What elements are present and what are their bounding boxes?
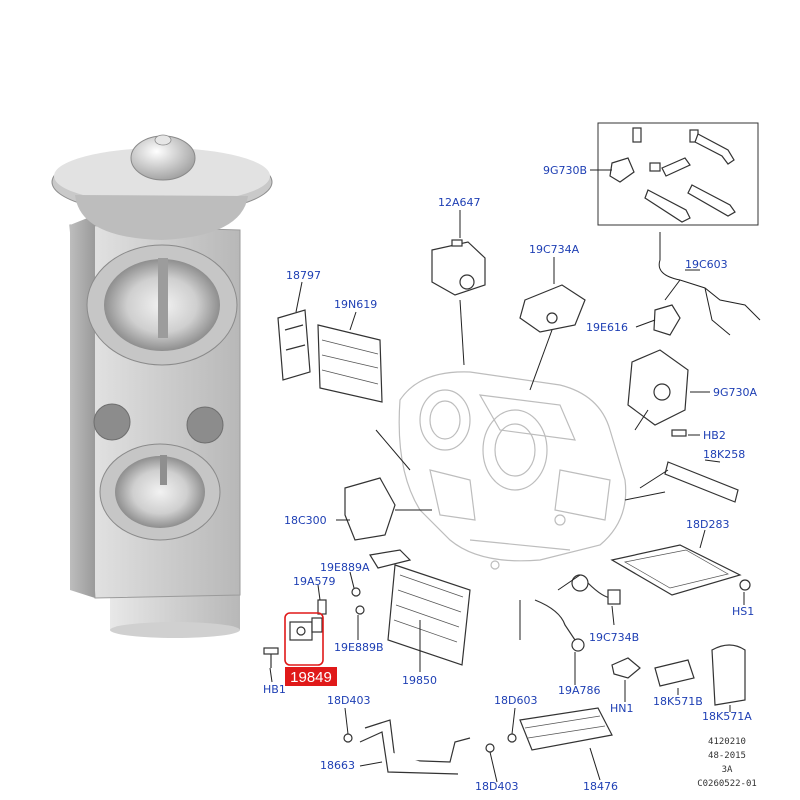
- drawing-code-line-3: 3A: [722, 765, 733, 775]
- cover-18k571a: [711, 644, 746, 706]
- callout-19e616: 19E616: [586, 321, 628, 334]
- screw-hb2: [671, 429, 687, 437]
- callout-18k258: 18K258: [703, 448, 745, 461]
- callout-18k571b: 18K571B: [653, 695, 703, 708]
- callout-19n619: 19N619: [334, 298, 377, 311]
- actuator-9g730a: [627, 349, 689, 426]
- drawing-code-line-2: 48-2015: [708, 751, 746, 761]
- seal-19e889b: [355, 605, 365, 615]
- fitting-18d403-b: [485, 743, 495, 753]
- actuator-19c734b: [571, 574, 621, 605]
- callout-9g730b: 9G730B: [543, 164, 587, 177]
- callout-19c734a: 19C734A: [529, 243, 580, 256]
- callout-labels: 9G730B 12A647 19C734A 19C603 18797 19N61…: [263, 164, 758, 793]
- callout-19a786: 19A786: [558, 684, 601, 697]
- callout-18k571a: 18K571A: [702, 710, 752, 723]
- wiring-harness-19c603: [658, 232, 761, 336]
- highlight-label-bg: [285, 667, 337, 686]
- leader-lines: [269, 169, 745, 783]
- callout-18476: 18476: [583, 780, 618, 793]
- callout-hb1: HB1: [263, 683, 286, 696]
- gasket-19a579: [317, 599, 327, 615]
- hvac-housing-ghost: [398, 371, 627, 570]
- expansion-valve-image: [51, 134, 273, 638]
- linkage-kit-box: [597, 122, 759, 226]
- drawing-code-line-1: 4120210: [708, 737, 746, 747]
- filter-frame-18797: [277, 309, 311, 381]
- callout-18c300: 18C300: [284, 514, 327, 527]
- pipes-18663: [359, 719, 471, 775]
- bracket-18k571b: [654, 659, 695, 687]
- drawing-code-line-4: C0260522-01: [697, 779, 757, 789]
- bolt-hb1: [263, 647, 279, 668]
- heater-core-18d283: [610, 544, 742, 596]
- callout-hs1: HS1: [732, 605, 754, 618]
- callout-9g730a: 9G730A: [713, 386, 758, 399]
- bracket-18k258: [664, 461, 739, 503]
- heater-core-18476: [519, 707, 613, 751]
- fitting-18d403-a: [343, 733, 353, 743]
- cover-18c300: [344, 477, 396, 541]
- callout-18d403-a: 18D403: [327, 694, 370, 707]
- callout-18663: 18663: [320, 759, 355, 772]
- expansion-valve-19849: [289, 617, 323, 641]
- highlight-label-19849: 19849: [290, 669, 332, 686]
- drawing-code: 4120210 48-2015 3A C0260522-01: [697, 737, 757, 789]
- callout-18d283: 18D283: [686, 518, 729, 531]
- callout-19c603: 19C603: [685, 258, 728, 271]
- callout-19e889a: 19E889A: [320, 561, 370, 574]
- callout-18797: 18797: [286, 269, 321, 282]
- callout-19e889b: 19E889B: [334, 641, 384, 654]
- tube-19a786: [534, 599, 585, 652]
- screw-hs1: [739, 579, 751, 591]
- actuator-19c734a: [519, 284, 586, 333]
- highlight-box-19849: [284, 612, 324, 666]
- actuator-12a647: [431, 239, 486, 296]
- callout-12a647: 12A647: [438, 196, 481, 209]
- cabin-filter-19n619: [317, 324, 383, 403]
- callout-hb2: HB2: [703, 429, 726, 442]
- evaporator-19850: [369, 549, 471, 666]
- seal-19e889a: [351, 587, 361, 597]
- callout-19c734b: 19C734B: [589, 631, 639, 644]
- nut-hn1: [611, 657, 641, 679]
- callout-18d603: 18D603: [494, 694, 537, 707]
- callout-19a579: 19A579: [293, 575, 336, 588]
- callout-19850: 19850: [402, 674, 437, 687]
- callout-hn1: HN1: [610, 702, 634, 715]
- callout-18d403-b: 18D403: [475, 780, 518, 793]
- sensor-19e616: [653, 304, 681, 336]
- clip-18d603: [507, 733, 517, 743]
